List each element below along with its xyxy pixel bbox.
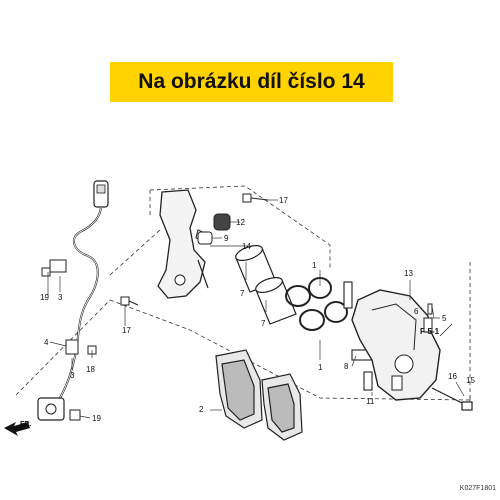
assembly-outline	[15, 185, 471, 401]
callout-7a: 7	[240, 289, 245, 298]
reference-label: F-5-1	[420, 327, 440, 336]
leader-lines	[47, 199, 471, 419]
callout-3b: 3	[70, 371, 75, 380]
callout-8: 8	[344, 362, 349, 371]
callout-15: 15	[466, 376, 475, 385]
front-label: FR.	[20, 421, 31, 428]
callout-13: 13	[404, 269, 413, 278]
pistons	[235, 245, 297, 325]
wheel-speed-sensor	[37, 180, 109, 421]
callout-2: 2	[199, 405, 204, 414]
banner: Na obrázku díl číslo 14	[110, 62, 393, 102]
front-direction-arrow: FR.	[4, 421, 31, 436]
diagram-code: K027F1801	[459, 485, 496, 492]
brake-pads	[215, 349, 303, 441]
callout-1a: 1	[312, 261, 317, 270]
callout-17a: 17	[279, 196, 288, 205]
callout-14: 14	[242, 242, 251, 251]
callout-12: 12	[236, 218, 245, 227]
pad-pin	[431, 387, 473, 411]
callout-16: 16	[448, 372, 457, 381]
callout-3a: 3	[58, 293, 63, 302]
callout-5: 5	[442, 314, 447, 323]
callout-18: 18	[86, 365, 95, 374]
callout-19a: 19	[40, 293, 49, 302]
callout-6: 6	[414, 307, 419, 316]
callout-19b: 19	[92, 414, 101, 423]
callout-4: 4	[44, 338, 49, 347]
callout-1b: 1	[318, 363, 323, 372]
callout-11: 11	[366, 397, 375, 406]
callout-17b: 17	[122, 326, 131, 335]
callout-9: 9	[224, 234, 229, 243]
bleed-valve	[423, 303, 433, 333]
banner-title: Na obrázku díl číslo 14	[138, 70, 365, 93]
callout-numbers: 1 1 2 3 3 4 5 6 7 7 8 9 11 12 13 14 15 1…	[40, 196, 475, 423]
caliper-bracket	[157, 189, 213, 299]
piston-seals	[285, 277, 348, 331]
callout-7b: 7	[261, 319, 266, 328]
caliper-body	[351, 289, 441, 401]
